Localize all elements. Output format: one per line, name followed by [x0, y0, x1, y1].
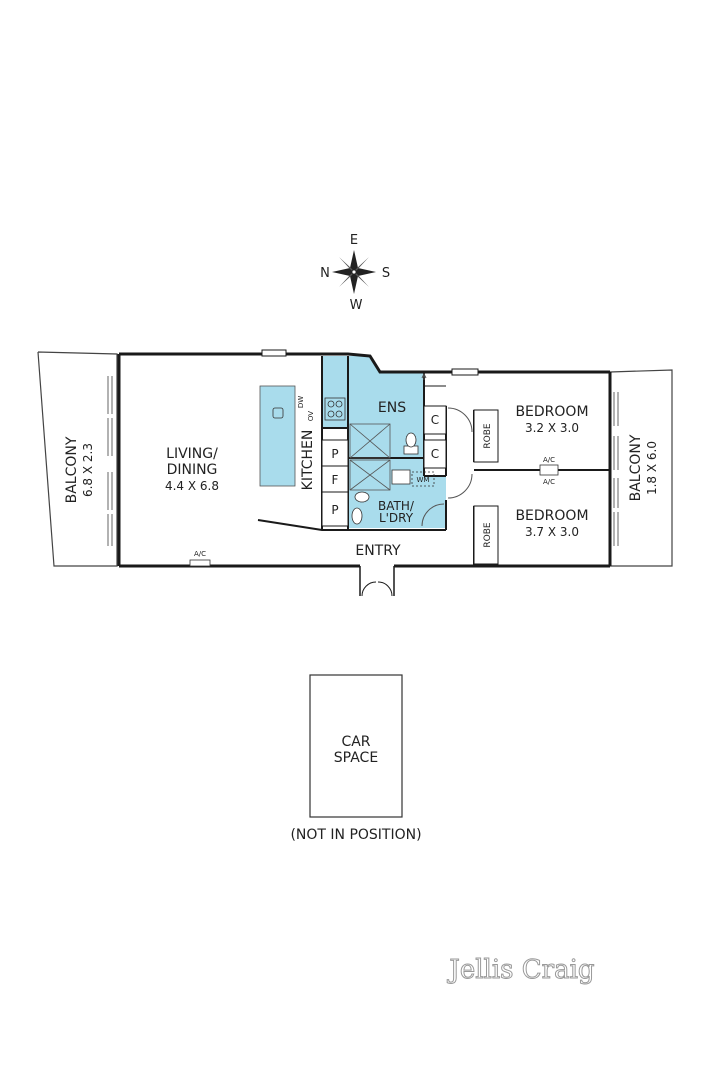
balcony-west-doors [107, 376, 113, 546]
compass-south-label: S [382, 266, 390, 281]
balcony-west-name: BALCONY [64, 436, 80, 503]
compass-west-label: W [350, 298, 363, 313]
window-north [261, 349, 479, 376]
toilet-ens-icon [403, 432, 419, 455]
balcony-east-outline [609, 369, 673, 567]
ac-label-bedroom2: A/C [543, 478, 555, 486]
robes [473, 409, 499, 565]
balcony-east-doors [613, 392, 619, 546]
wet-area-fills [259, 356, 446, 528]
kitchen-cabinets [321, 439, 349, 527]
balcony-west-dims: 6.8 X 2.3 [81, 443, 95, 497]
compass-north-label: N [320, 266, 330, 281]
car-space-line1: CAR [341, 734, 370, 750]
bedroom2-name: BEDROOM [515, 508, 588, 524]
jellis-craig-logo: Jellis Craig [446, 955, 594, 985]
car-space-note: (NOT IN POSITION) [290, 827, 421, 843]
entry-name: ENTRY [355, 543, 401, 559]
pantry-label-1: P [331, 447, 338, 461]
balcony-east-dims: 1.8 X 6.0 [645, 441, 659, 495]
interior-door-swings [421, 372, 473, 527]
compass-east-label: E [350, 233, 358, 248]
bath-name-line2: L'DRY [379, 511, 414, 525]
bedroom2-dims: 3.7 X 3.0 [525, 525, 579, 539]
living-name-line2: DINING [167, 462, 218, 478]
cupboard-label-1: C [431, 413, 439, 427]
bedroom1-name: BEDROOM [515, 404, 588, 420]
cooktop-icon [324, 397, 346, 421]
ac-units [189, 464, 559, 567]
dishwasher-label: DW [297, 396, 305, 408]
living-dims: 4.4 X 6.8 [165, 479, 219, 493]
ac-label-bedroom1: A/C [543, 456, 555, 464]
ac-label-living: A/C [194, 550, 206, 558]
balcony-east-name: BALCONY [628, 434, 644, 501]
cupboards [423, 405, 447, 469]
toilet-bath-icon [354, 491, 370, 503]
cupboard-label-2: C [431, 447, 439, 461]
sink-icon [272, 407, 284, 419]
balcony-west-outline [37, 351, 118, 567]
shower-bath-icon [349, 459, 391, 491]
living-name-line1: LIVING/ [166, 446, 218, 462]
shower-ens-icon [349, 423, 391, 459]
fridge-label: F [332, 473, 339, 487]
robe-label-2: ROBE [483, 522, 493, 548]
bath-name-line1: BATH/ [378, 499, 415, 513]
car-space-line2: SPACE [334, 750, 378, 766]
ens-name: ENS [378, 400, 406, 416]
washing-machine-icon [411, 471, 435, 487]
bedroom1-dims: 3.2 X 3.0 [525, 421, 579, 435]
oven-label: OV [307, 411, 315, 421]
pantry-label-2: P [331, 503, 338, 517]
washing-machine-label: WM [417, 476, 430, 484]
compass-rose-icon [332, 250, 376, 294]
kitchen-name: KITCHEN [300, 430, 316, 491]
entry-door [359, 566, 395, 597]
robe-label-1: ROBE [483, 423, 493, 449]
car-space-outline [309, 674, 403, 818]
vanity-icon [351, 469, 411, 525]
